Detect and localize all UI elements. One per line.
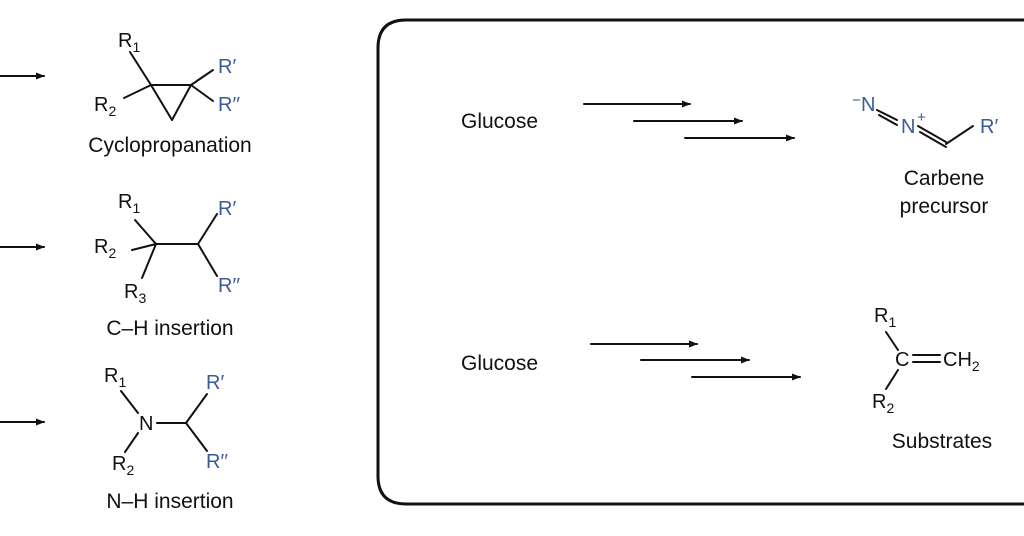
cyclopropanation-label: Cyclopropanation (88, 134, 251, 157)
glucose-label-bottom: Glucose (461, 352, 538, 375)
ch-insertion-label: C–H insertion (106, 317, 233, 340)
r1-label: R1 (118, 191, 140, 216)
r-double-prime-label: R′′ (218, 275, 240, 297)
nitrogen-label: N (139, 413, 153, 435)
alkene-r1: R1 (874, 305, 896, 330)
diazo-minus: − (852, 92, 861, 109)
r-prime-label: R′ (218, 198, 236, 220)
carbene-precursor-label-line1: Carbene (904, 167, 985, 190)
glucose-label-top: Glucose (461, 110, 538, 133)
r-double-prime-label: R′′ (206, 451, 228, 473)
carbene-precursor-label-line2: precursor (900, 195, 989, 218)
alkene-ch2: CH2 (943, 349, 980, 374)
ch-insertion-structure: R1 R2 R3 R′ R′′ (94, 191, 240, 306)
pathway-box (376, 18, 1024, 506)
r1-label: R1 (104, 365, 126, 390)
diazo-n1: N (861, 94, 875, 116)
diazo-n2: N (901, 116, 915, 138)
diazo-compound-structure: − N N + R′ (852, 92, 998, 148)
r-double-prime-label: R′′ (218, 94, 240, 116)
diazo-r-prime: R′ (980, 116, 998, 138)
r3-label: R3 (124, 281, 146, 306)
alkene-structure: R1 C CH2 R2 (872, 305, 980, 416)
r-prime-label: R′ (218, 56, 236, 78)
substrates-label: Substrates (892, 430, 992, 453)
diazo-plus: + (917, 109, 926, 126)
r2-label: R2 (112, 453, 134, 478)
r-prime-label: R′ (206, 372, 224, 394)
r1-label: R1 (118, 30, 140, 55)
cyclopropane-structure: R1 R2 R′ R′′ (94, 30, 240, 121)
r2-label: R2 (94, 94, 116, 119)
nh-insertion-label: N–H insertion (106, 490, 233, 513)
nh-insertion-structure: R1 N R2 R′ R′′ (104, 365, 228, 478)
alkene-r2: R2 (872, 391, 894, 416)
alkene-carbon: C (895, 349, 909, 371)
r2-label: R2 (94, 236, 116, 261)
